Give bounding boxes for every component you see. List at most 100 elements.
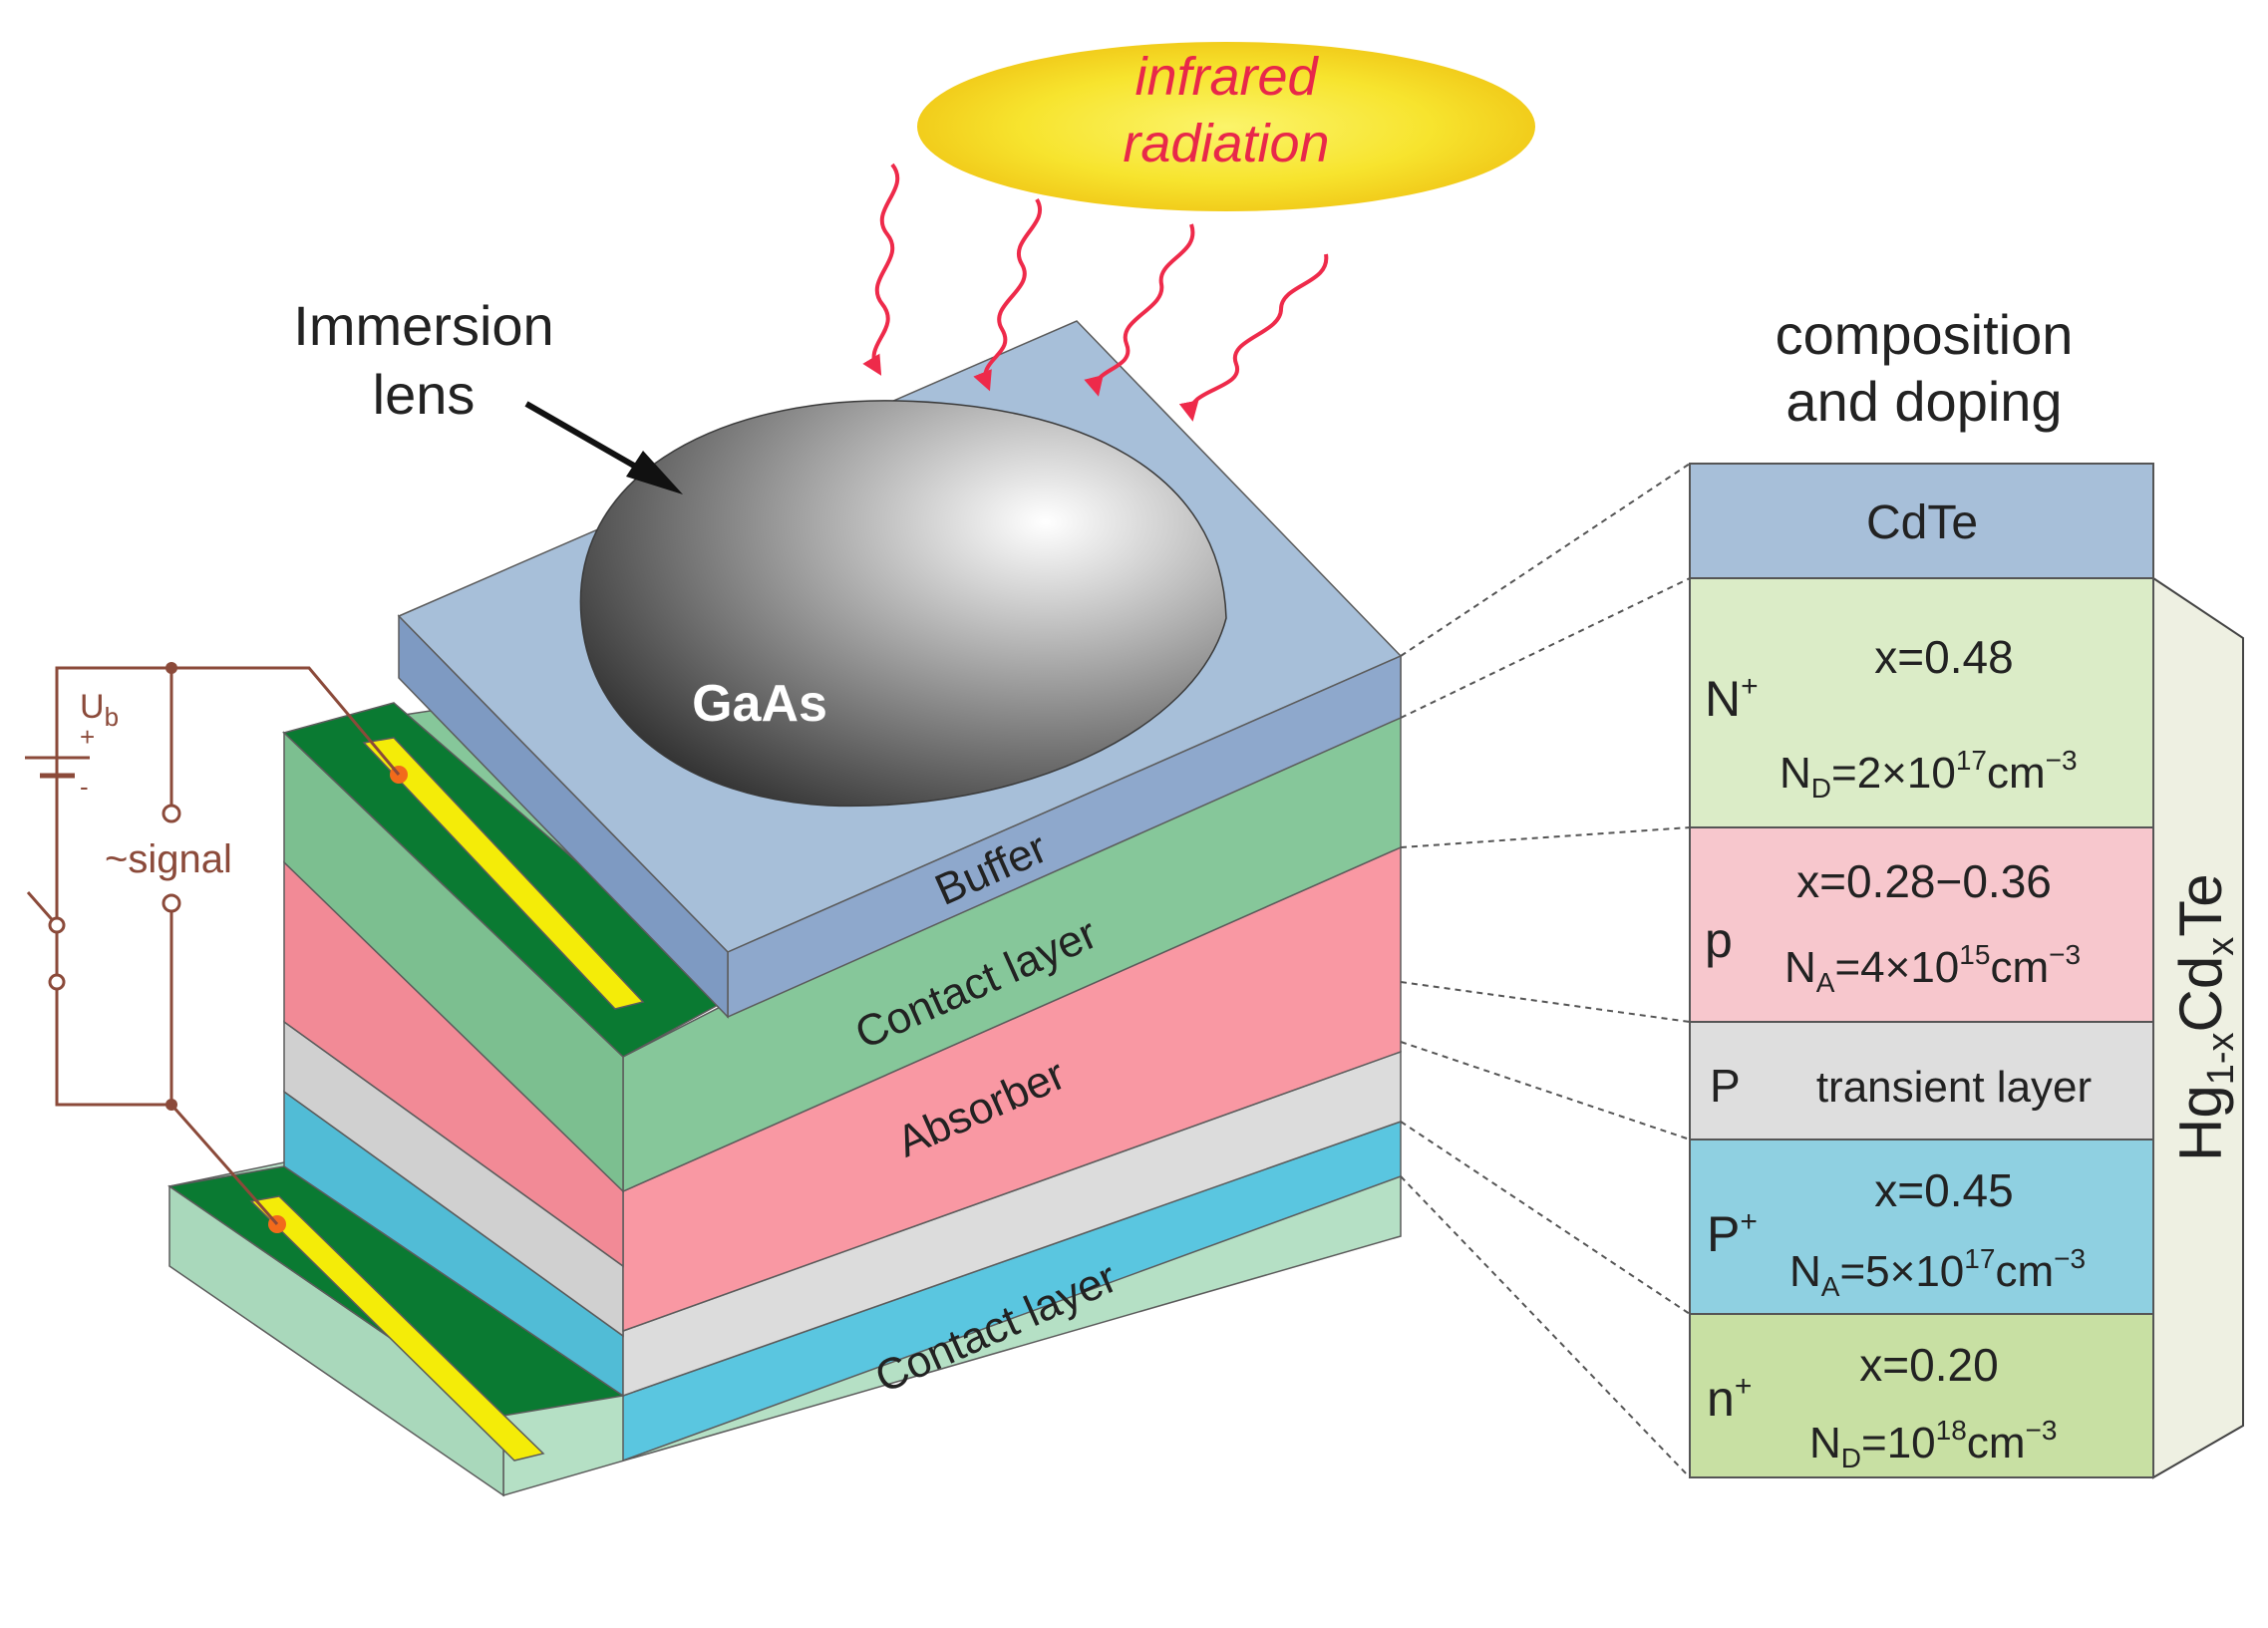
layer-1-dop-val: =2×10 (1831, 749, 1956, 798)
signal-terminal-bottom (162, 893, 181, 913)
layer-cdte (1689, 463, 2154, 579)
composition-panel (1689, 463, 2154, 1478)
connector-lines (1400, 463, 1691, 1478)
panel-heading-line2: and doping (1785, 370, 2062, 433)
layer-5-type-sup: + (1735, 1370, 1753, 1403)
circuit-node-bottom (165, 1099, 177, 1111)
layer-stack (167, 320, 1403, 1497)
bias-voltage-sub: b (105, 702, 119, 732)
connector-transient (1400, 1121, 1691, 1315)
immersion-lens-label-line1: Immersion (293, 294, 553, 357)
layer-4-doping: NA=5×1017cm−3 (1789, 1243, 2086, 1302)
layer-2-type: p (1705, 912, 1733, 968)
layer-5-composition: x=0.20 (1859, 1339, 1998, 1391)
layer-cdte-label: CdTe (1866, 496, 1978, 549)
layer-5-dop-unit: cm (1967, 1419, 2026, 1467)
layer-2-dop-unit: cm (1990, 943, 2049, 992)
bottom-electrode-strip (249, 1195, 545, 1462)
switch-terminal-bottom (48, 973, 66, 991)
connector-absorber-top (1400, 981, 1691, 1023)
layer-5-dop-exp: 18 (1936, 1415, 1967, 1446)
radiation-label-line1: infrared (1134, 47, 1319, 107)
layer-3-label: transient layer (1816, 1063, 2092, 1112)
layer-4-type-base: P (1707, 1206, 1740, 1262)
layer-p-plus (1689, 1139, 2154, 1315)
layer-4-dop-exp: 17 (1964, 1243, 1995, 1274)
lens-pointer-arrow-shaft (524, 401, 655, 480)
layer-4-dop-base: N (1789, 1247, 1821, 1296)
layer-2-dop-val: =4×10 (1834, 943, 1959, 992)
connector-buffer-bottom (1400, 577, 1691, 719)
radiation-label-line2: radiation (1123, 114, 1329, 173)
layer-1-dop-unit: cm (1987, 749, 2046, 798)
immersion-lens-label-line2: lens (373, 363, 476, 426)
layer-4-unit-exp: −3 (2054, 1243, 2086, 1274)
layer-1-dop-sub: D (1811, 773, 1831, 804)
bias-voltage-base: U (80, 688, 105, 726)
ir-arrow-4 (1178, 253, 1329, 422)
layer-1-type-sup: + (1741, 670, 1759, 703)
switch-terminal-top (48, 916, 66, 934)
layer-5-doping: ND=1018cm−3 (1809, 1415, 2057, 1473)
connector-buffer-top (1400, 463, 1691, 657)
layer-4-type: P+ (1707, 1205, 1758, 1262)
connector-contact-top (1400, 826, 1691, 848)
layer-4-dop-val: =5×10 (1839, 1247, 1964, 1296)
layer-2-unit-exp: −3 (2049, 939, 2081, 970)
layer-5-type: n+ (1707, 1370, 1752, 1427)
layer-1-type: N+ (1705, 670, 1759, 727)
circuit-top-wire (55, 666, 401, 1105)
layer-n-plus (1689, 577, 2154, 828)
material-te: Te (2167, 873, 2234, 936)
circuit-terminals (48, 804, 181, 991)
layer-4-type-sup: + (1740, 1205, 1758, 1238)
radiation-ellipse (917, 42, 1535, 211)
ir-arrow-3 (1084, 223, 1195, 397)
material-sub-1x: 1-x (2200, 1033, 2242, 1086)
material-formula: Hg1-xCdxTe (2167, 873, 2242, 1161)
layer-1-unit-exp: −3 (2046, 745, 2078, 776)
bias-voltage-label: Ub (80, 688, 119, 732)
connector-bottom (1400, 1175, 1691, 1478)
layer-5-unit-exp: −3 (2025, 1415, 2057, 1446)
connector-absorber-bottom (1400, 1041, 1691, 1140)
layer-1-dop-base: N (1780, 749, 1811, 798)
panel-heading-line1: composition (1776, 303, 2074, 366)
infrared-arrows (862, 163, 1329, 422)
gaas-dome (579, 400, 1227, 808)
layer-2-dop-base: N (1784, 943, 1816, 992)
circuit-bottom-wire (55, 982, 279, 1225)
layer-5-dop-base: N (1809, 1419, 1841, 1467)
material-sub-x: x (2200, 937, 2242, 956)
radiation-group: infrared radiation (917, 42, 1535, 211)
layer-1-type-base: N (1705, 671, 1741, 727)
layer-2-dop-sub: A (1816, 967, 1835, 998)
layer-2-dop-exp: 15 (1959, 939, 1990, 970)
top-electrode-strip (362, 737, 645, 1010)
battery-plus-label: + (80, 722, 95, 752)
layer-5-dop-val: =10 (1861, 1419, 1936, 1467)
buffer-left-face (398, 614, 729, 1019)
layer-p-absorber (1689, 826, 2154, 1023)
material-cd: Cd (2167, 956, 2234, 1033)
layer-5-type-base: n (1707, 1371, 1735, 1427)
layer-5-dop-sub: D (1841, 1443, 1861, 1473)
layer-2-doping: NA=4×1015cm−3 (1784, 939, 2081, 998)
ir-arrow-1 (862, 163, 900, 376)
layer-3-type: P (1710, 1060, 1741, 1112)
gaas-label: GaAs (692, 675, 827, 733)
layer-transient (1689, 1021, 2154, 1140)
layer-n-bottom (1689, 1313, 2154, 1478)
layer-1-doping: ND=2×1017cm−3 (1780, 745, 2078, 804)
layer-1-composition: x=0.48 (1874, 631, 2013, 683)
layer-4-composition: x=0.45 (1874, 1164, 2013, 1216)
layer-4-dop-sub: A (1821, 1271, 1840, 1302)
signal-terminal-top (162, 804, 181, 823)
layer-1-dop-exp: 17 (1956, 745, 1987, 776)
layer-2-composition: x=0.28−0.36 (1796, 855, 2052, 907)
lens-pointer-arrow-head (626, 451, 683, 494)
ir-arrow-2 (973, 197, 1042, 392)
layer-4-dop-unit: cm (1995, 1247, 2054, 1296)
signal-label: ~signal (105, 837, 232, 881)
